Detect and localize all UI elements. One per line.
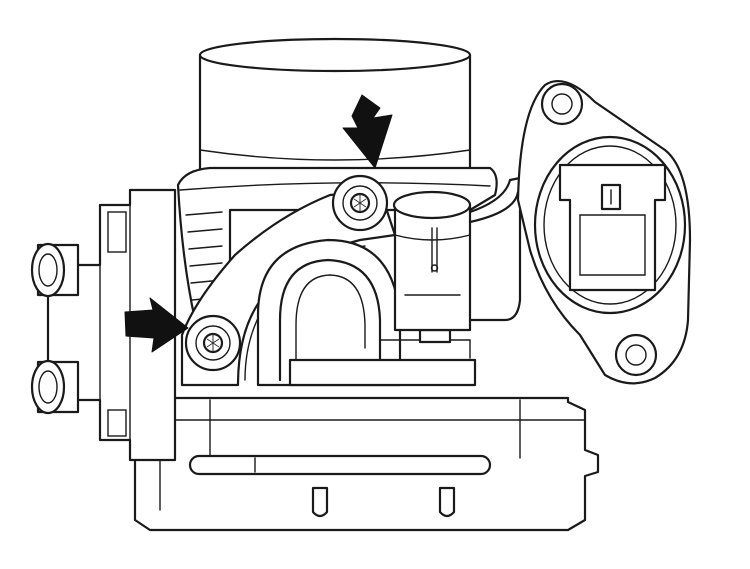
lower-bolt-arrow-icon (124, 297, 189, 353)
lower-pipe-fitting (30, 359, 80, 415)
sensor-connector (558, 163, 667, 292)
lower-bolt (184, 314, 242, 372)
upper-bolt (331, 174, 389, 232)
inlet-cylinder (198, 37, 472, 182)
left-mounting-block (46, 188, 177, 462)
upper-pipe-fitting (30, 242, 80, 298)
actuator-can (392, 190, 472, 332)
upper-bolt-arrow-icon (342, 94, 393, 169)
throttle-bore (256, 238, 477, 387)
lower-housing (133, 396, 600, 532)
